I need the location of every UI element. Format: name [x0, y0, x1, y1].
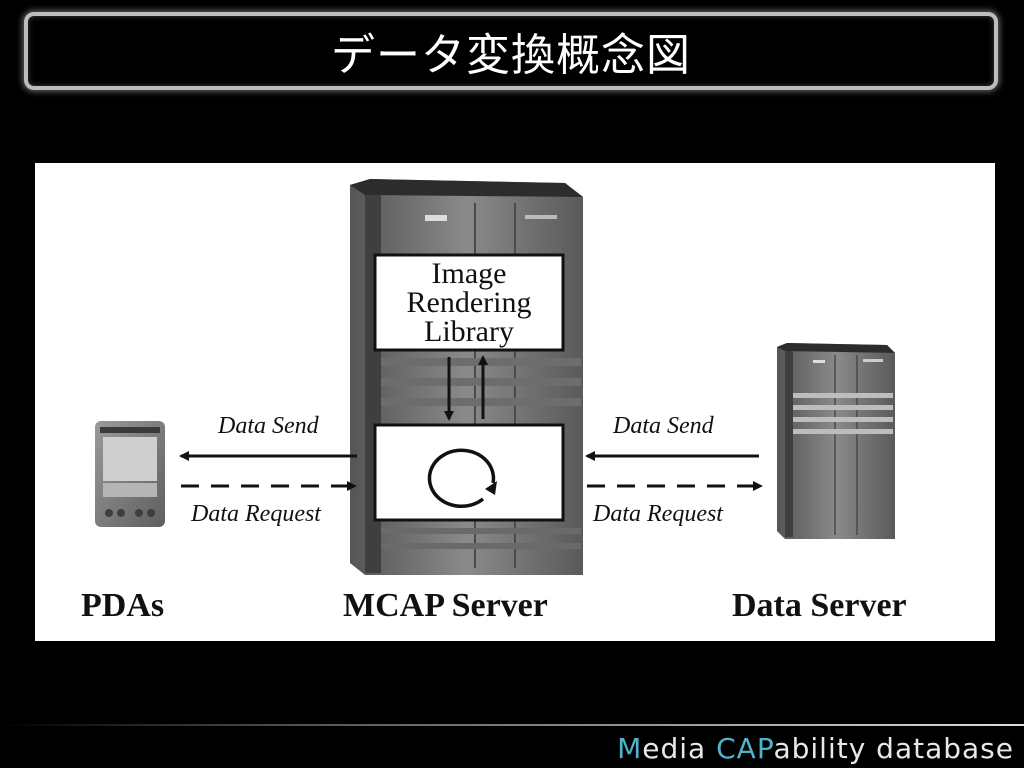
- footer-divider: [0, 724, 1024, 726]
- brand-cap: CAP: [716, 732, 774, 765]
- right-data-send-label: Data Send: [613, 413, 714, 439]
- data-server-label: Data Server: [732, 587, 907, 624]
- pda-image: [95, 421, 165, 527]
- library-box-label: Image Rendering Library: [375, 255, 563, 350]
- slide-title: データ変換概念図: [331, 30, 691, 81]
- brand-m: M: [617, 732, 643, 765]
- diagram-panel: Image Rendering Library Data Send Data R…: [35, 163, 995, 641]
- right-data-request-label: Data Request: [593, 501, 723, 527]
- library-line-2: Rendering: [406, 286, 532, 319]
- left-data-send-label: Data Send: [218, 413, 319, 439]
- title-bar: データ変換概念図: [24, 12, 998, 90]
- mcap-server-label: MCAP Server: [343, 587, 548, 624]
- brand-edia: edia: [642, 732, 717, 765]
- diagram-canvas: [95, 179, 895, 575]
- data-server-image: [777, 343, 895, 539]
- brand-rest: ability database: [773, 732, 1014, 765]
- cycle-icon: [427, 448, 497, 509]
- library-line-3: Library: [424, 315, 514, 348]
- library-line-1: Image: [431, 257, 507, 290]
- library-box: [373, 253, 565, 352]
- pdas-label: PDAs: [81, 587, 165, 624]
- footer-brand: Media CAPability database: [617, 732, 1014, 765]
- left-data-request-label: Data Request: [191, 501, 321, 527]
